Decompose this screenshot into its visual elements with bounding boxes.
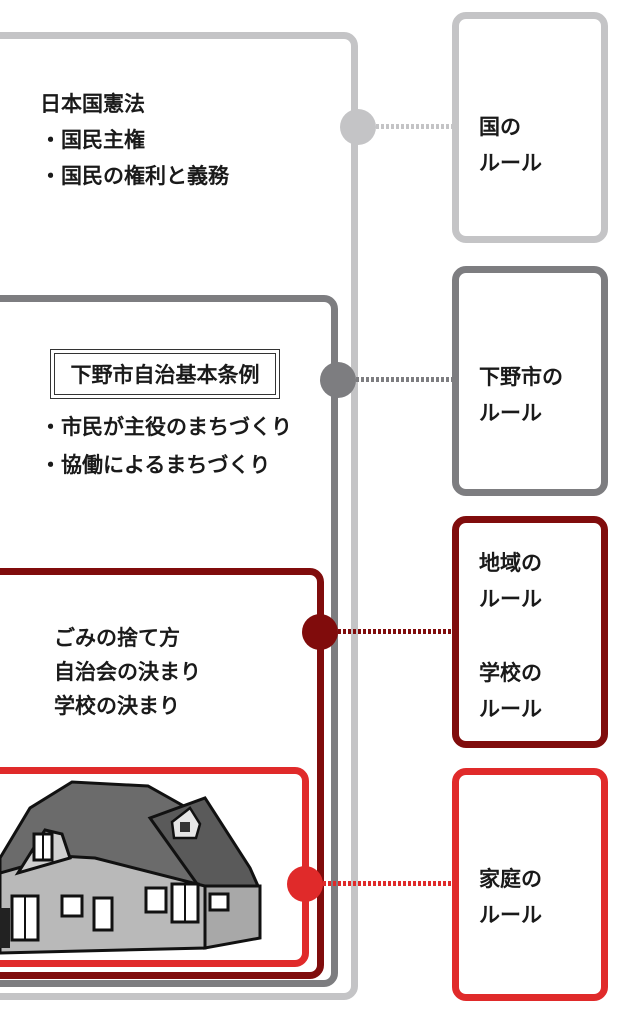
city-rule-line-1: 下野市の <box>479 365 563 389</box>
home-connector-line <box>323 881 452 886</box>
city-point-2: ・協働によるまちづくり <box>40 453 271 477</box>
city-ordinance-title-text: 下野市自治基本条例 <box>70 363 260 387</box>
area-rule-line-2: ルール <box>479 587 542 611</box>
home-connector-dot <box>287 866 323 902</box>
school-rule-line-1: 学校の <box>479 661 542 685</box>
national-rule-line-1: 国の <box>479 115 521 139</box>
local-layer-text: ごみの捨て方 自治会の決まり 学校の決まり <box>54 621 201 723</box>
national-point-1: ・国民主権 <box>40 128 145 152</box>
local-connector-line <box>338 629 452 634</box>
national-rule-label: 国の ルール <box>479 109 542 181</box>
city-layer-points: ・市民が主役のまちづくり ・協働によるまちづくり <box>40 408 292 484</box>
city-connector-line <box>356 377 452 382</box>
local-item-2: 自治会の決まり <box>54 660 201 684</box>
house-illustration <box>0 780 262 955</box>
city-point-1: ・市民が主役のまちづくり <box>40 415 292 439</box>
local-frame <box>0 568 324 979</box>
national-rule-box: 国の ルール <box>452 12 608 243</box>
city-ordinance-title: 下野市自治基本条例 <box>50 349 280 399</box>
national-frame <box>0 32 358 1000</box>
area-rule-line-1: 地域の <box>479 551 542 575</box>
local-rule-box: 地域の ルール 学校の ルール <box>452 516 608 748</box>
city-rule-box: 下野市の ルール <box>452 266 608 496</box>
constitution-title: 日本国憲法 <box>40 92 145 116</box>
local-item-1: ごみの捨て方 <box>54 626 180 650</box>
school-rule-label: 学校の ルール <box>479 655 542 727</box>
home-rule-label: 家庭の ルール <box>479 861 542 933</box>
city-rule-label: 下野市の ルール <box>479 359 563 431</box>
national-rule-line-2: ルール <box>479 151 542 175</box>
city-connector-dot <box>320 362 356 398</box>
national-point-2: ・国民の権利と義務 <box>40 164 229 188</box>
home-rule-line-1: 家庭の <box>479 867 542 891</box>
local-connector-dot <box>302 614 338 650</box>
local-item-3: 学校の決まり <box>54 694 180 718</box>
national-connector-line <box>376 124 452 129</box>
city-rule-line-2: ルール <box>479 401 542 425</box>
national-layer-text: 日本国憲法 ・国民主権 ・国民の権利と義務 <box>40 86 229 194</box>
area-rule-label: 地域の ルール <box>479 545 542 617</box>
school-rule-line-2: ルール <box>479 697 542 721</box>
home-rule-line-2: ルール <box>479 903 542 927</box>
national-connector-dot <box>340 109 376 145</box>
home-rule-box: 家庭の ルール <box>452 768 608 1001</box>
